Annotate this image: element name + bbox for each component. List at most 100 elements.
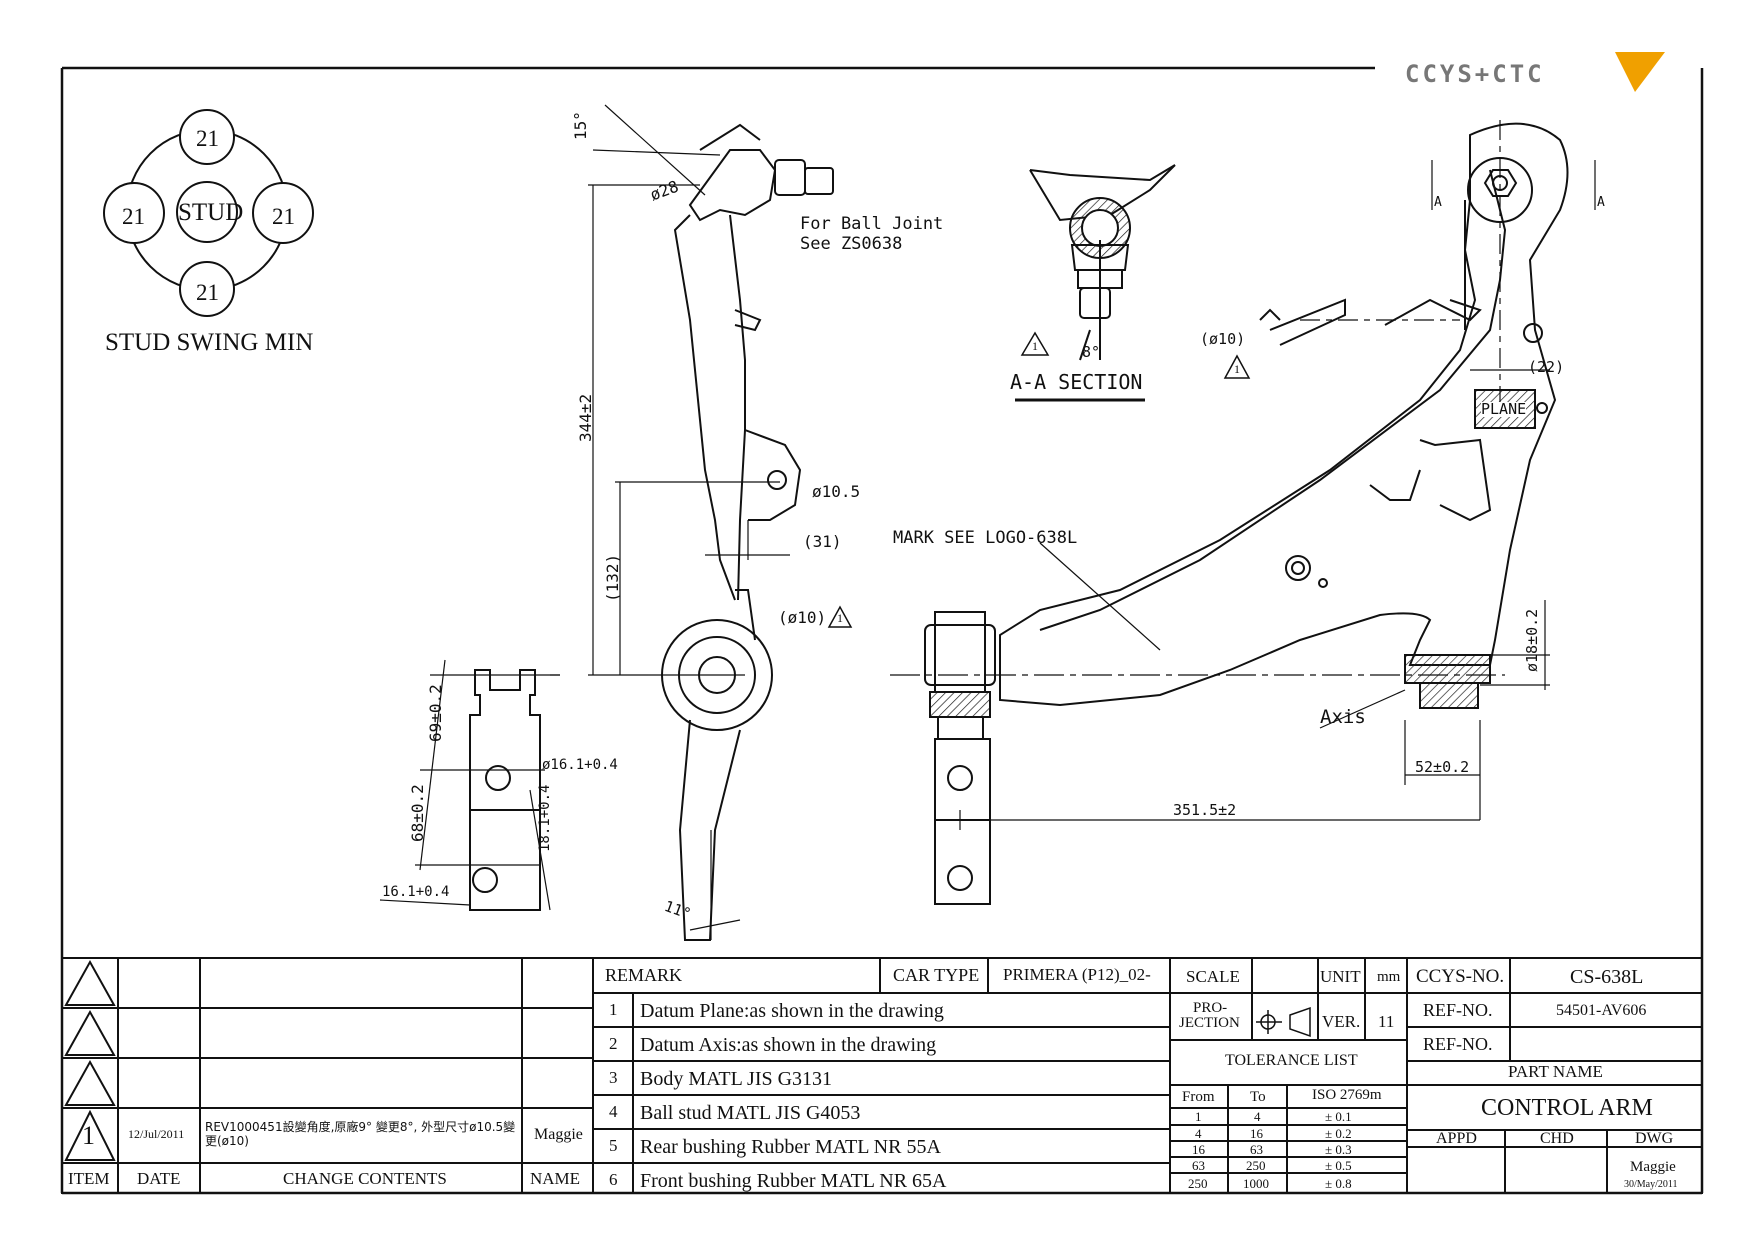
remark-text-3: Body MATL JIS G3131 bbox=[640, 1068, 833, 1090]
remark-no-2: 2 bbox=[609, 1034, 618, 1053]
part-name-value: CONTROL ARM bbox=[1481, 1095, 1653, 1121]
dia-10-5-label: ø10.5 bbox=[812, 482, 861, 501]
tol-row-2-from: 4 bbox=[1195, 1126, 1202, 1141]
tol-row-2-to: 16 bbox=[1250, 1126, 1263, 1141]
stud-label: STUD bbox=[178, 199, 244, 226]
dia-10-b-label: (ø10) bbox=[1200, 330, 1246, 348]
ball-joint-note-2: See ZS0638 bbox=[800, 234, 903, 254]
remark-text-5: Rear bushing Rubber MATL NR 55A bbox=[640, 1136, 941, 1158]
ver-value: 11 bbox=[1378, 1012, 1395, 1031]
remark-text-1: Datum Plane:as shown in the drawing bbox=[640, 1000, 944, 1022]
swing-angle-right: 21 bbox=[272, 204, 295, 229]
header-name: NAME bbox=[530, 1169, 581, 1188]
dim-52-label: 52±0.2 bbox=[1415, 758, 1470, 776]
tol-row-2-iso: ± 0.2 bbox=[1325, 1126, 1352, 1141]
dim-344-label: 344±2 bbox=[576, 393, 595, 442]
section-marker-left: A bbox=[1434, 195, 1442, 210]
mark-logo-label: MARK SEE LOGO-638L bbox=[893, 528, 1078, 548]
logo-wing-icon bbox=[1615, 52, 1665, 92]
tol-row-4-from: 63 bbox=[1192, 1158, 1205, 1173]
dim-31-label: (31) bbox=[803, 532, 842, 551]
side-view-dims bbox=[550, 104, 790, 940]
header-date: DATE bbox=[137, 1169, 181, 1188]
ccys-no-label: CCYS-NO. bbox=[1416, 966, 1505, 987]
plan-view-front-bushing bbox=[924, 611, 1491, 905]
projection-label-1: PRO- bbox=[1193, 1000, 1228, 1016]
remark-text-2: Datum Axis:as shown in the drawing bbox=[640, 1034, 937, 1056]
dim-16-1b-label: 16.1+0.4 bbox=[382, 884, 450, 900]
chd-label: CHD bbox=[1540, 1130, 1574, 1147]
dia-10-a-label: (ø10) bbox=[778, 608, 827, 627]
tol-header-iso: ISO 2769m bbox=[1312, 1087, 1382, 1103]
rev-contents-text: REV1000451設變角度,原廠9° 變更8°, 外型尺寸ø10.5變更(ø1… bbox=[205, 1120, 516, 1149]
stud-swing-diagram bbox=[103, 109, 314, 317]
dia-18-label: ø18±0.2 bbox=[1523, 608, 1541, 672]
remark-no-5: 5 bbox=[609, 1136, 618, 1155]
tol-row-4-to: 250 bbox=[1246, 1158, 1266, 1173]
dim-351-label: 351.5±2 bbox=[1173, 801, 1237, 819]
dia-16-1-label: ø16.1+0.4 bbox=[542, 757, 618, 773]
warning-number-b: 1 bbox=[1032, 339, 1038, 353]
section-title: A-A SECTION bbox=[1010, 370, 1143, 394]
warning-number-c: 1 bbox=[1234, 362, 1240, 376]
ref-no-label-2: REF-NO. bbox=[1423, 1034, 1493, 1054]
plane-label: PLANE bbox=[1481, 400, 1527, 418]
ref-no-label: REF-NO. bbox=[1423, 1000, 1493, 1020]
remark-no-6: 6 bbox=[609, 1170, 618, 1189]
logo-text: CCYS+CTC bbox=[1405, 60, 1545, 88]
ver-label: VER. bbox=[1322, 1012, 1361, 1031]
dim-68-label: 68±0.2 bbox=[408, 784, 427, 842]
tol-header-to: To bbox=[1250, 1089, 1266, 1105]
appd-label: APPD bbox=[1436, 1130, 1477, 1147]
ball-joint-note-1: For Ball Joint bbox=[800, 214, 944, 234]
unit-label: UNIT bbox=[1320, 967, 1361, 986]
tol-row-3-iso: ± 0.3 bbox=[1325, 1142, 1352, 1157]
tol-row-5-iso: ± 0.8 bbox=[1325, 1176, 1352, 1191]
unit-value: mm bbox=[1377, 969, 1401, 985]
remark-no-3: 3 bbox=[609, 1068, 618, 1087]
dwg-name: Maggie bbox=[1630, 1159, 1676, 1175]
swing-angle-left: 21 bbox=[122, 204, 145, 229]
swing-angle-top: 21 bbox=[196, 126, 219, 151]
section-marker-right: A bbox=[1597, 195, 1605, 210]
remark-text-4: Ball stud MATL JIS G4053 bbox=[640, 1102, 861, 1124]
dwg-label: DWG bbox=[1635, 1130, 1674, 1147]
projection-symbol-icon bbox=[1256, 1006, 1311, 1038]
remark-no-1: 1 bbox=[609, 1000, 618, 1019]
car-type-value: PRIMERA (P12)_02- bbox=[1003, 965, 1151, 984]
tol-row-3-from: 16 bbox=[1192, 1142, 1205, 1157]
remark-label: REMARK bbox=[605, 965, 683, 985]
header-contents: CHANGE CONTENTS bbox=[283, 1169, 447, 1188]
part-name-label: PART NAME bbox=[1508, 1062, 1603, 1081]
tol-row-5-from: 250 bbox=[1188, 1176, 1208, 1191]
rev-contents: REV1000451設變角度,原廠9° 變更8°, 外型尺寸ø10.5變更(ø1… bbox=[205, 1120, 517, 1149]
ccys-no-value: CS-638L bbox=[1570, 966, 1644, 988]
rev-name: Maggie bbox=[534, 1126, 583, 1143]
remark-no-4: 4 bbox=[609, 1102, 618, 1121]
warning-number-a: 1 bbox=[837, 611, 843, 625]
tol-row-1-to: 4 bbox=[1254, 1109, 1261, 1124]
tol-row-5-to: 1000 bbox=[1243, 1176, 1269, 1191]
rev-date: 12/Jul/2011 bbox=[128, 1127, 185, 1141]
warning-triangle-icons bbox=[827, 331, 1251, 628]
tol-row-1-from: 1 bbox=[1195, 1109, 1202, 1124]
scale-label: SCALE bbox=[1186, 967, 1240, 986]
dim-69-label: 69±0.2 bbox=[426, 684, 445, 742]
rev-item: 1 bbox=[82, 1121, 95, 1150]
header-item: ITEM bbox=[68, 1169, 110, 1188]
dim-22-label: (22) bbox=[1528, 358, 1565, 376]
tolerance-title: TOLERANCE LIST bbox=[1225, 1052, 1358, 1069]
plan-view-dims bbox=[890, 120, 1596, 830]
angle-15-label: 15° bbox=[571, 111, 590, 140]
stud-swing-title: STUD SWING MIN bbox=[105, 329, 314, 356]
bushing-detail bbox=[469, 669, 541, 911]
tol-header-from: From bbox=[1182, 1089, 1215, 1105]
title-block-grid bbox=[61, 957, 1703, 1194]
section-angle-label: 8° bbox=[1082, 343, 1101, 361]
bushing-detail-dims bbox=[379, 659, 560, 911]
axis-label: Axis bbox=[1320, 706, 1366, 728]
ccys-ctc-logo: CCYS+CTC bbox=[1405, 52, 1675, 100]
dim-132-label: (132) bbox=[603, 553, 622, 602]
projection-label-2: JECTION bbox=[1179, 1015, 1240, 1031]
